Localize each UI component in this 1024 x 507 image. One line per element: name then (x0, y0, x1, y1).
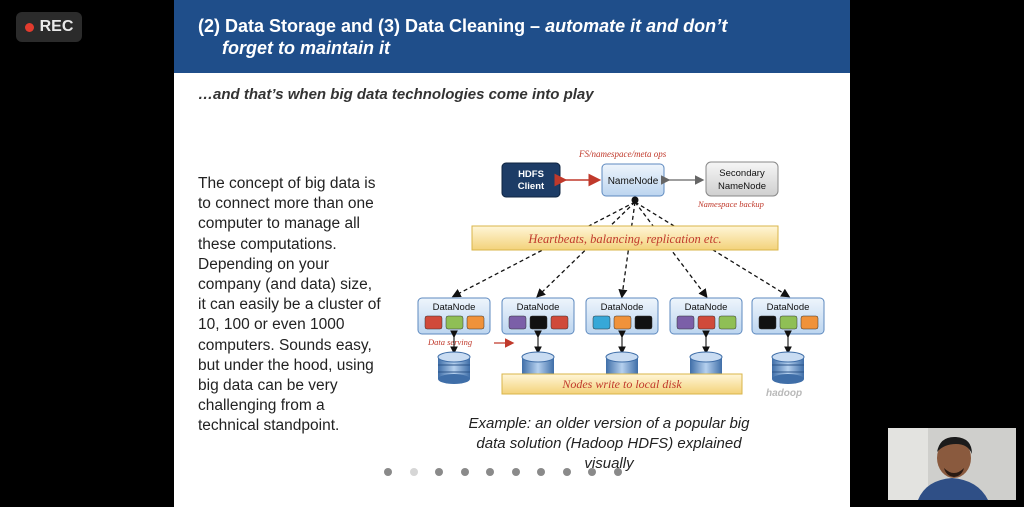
page-dot[interactable] (562, 468, 571, 476)
slide-header: (2) Data Storage and (3) Data Cleaning –… (174, 0, 850, 73)
body-line: it can easily be a cluster of (198, 296, 381, 314)
title-part-3: forget to maintain it (222, 38, 390, 58)
body-line: technical standpoint. (198, 417, 340, 435)
page-dot[interactable] (613, 468, 622, 476)
slide-title: (2) Data Storage and (3) Data Cleaning –… (198, 15, 838, 59)
slide-subtitle: …and that’s when big data technologies c… (198, 86, 594, 103)
rec-label: REC (39, 18, 74, 35)
title-part-2: automate it and don’t (545, 16, 728, 36)
title-part-1: (2) Data Storage and (3) Data Cleaning – (198, 16, 541, 36)
slide-canvas: (2) Data Storage and (3) Data Cleaning –… (174, 0, 850, 507)
caption-line: data solution (Hadoop HDFS) explained (476, 435, 742, 452)
record-dot-icon (24, 22, 34, 32)
slide-pagination (384, 468, 622, 476)
namenode: NameNode (601, 163, 665, 204)
secondary-text-1: Secondary (719, 168, 765, 179)
page-dot-active[interactable] (409, 468, 418, 476)
disk-links (450, 330, 792, 355)
hdfs-client-text-1: HDFS (518, 169, 544, 180)
caption-line: visually (584, 455, 634, 472)
hdfs-diagram-main: FS/namespace/meta ops HDFS Client NameNo… (414, 140, 834, 410)
disk-icon (771, 351, 805, 384)
heartbeats-text: Heartbeats, balancing, replication etc. (527, 232, 721, 246)
participant-video-thumbnail[interactable] (888, 428, 1016, 500)
hadoop-watermark: hadoop (766, 388, 802, 399)
namenode-text: NameNode (608, 176, 659, 187)
recording-indicator: REC (16, 12, 82, 42)
diagram-caption: Example: an older version of a popular b… (444, 414, 774, 474)
datanode: DataNode (417, 297, 491, 335)
body-line: Depending on your (198, 255, 329, 273)
body-line: computer to manage all (198, 215, 360, 233)
caption-line: Example: an older version of a popular b… (468, 415, 750, 432)
heartbeats-banner: Heartbeats, balancing, replication etc. (471, 225, 779, 251)
hdfs-client-text-2: Client (518, 181, 545, 192)
datanode-label: DataNode (433, 302, 476, 313)
nodes-write-banner: Nodes write to local disk (501, 373, 743, 395)
body-line: 10, 100 or even 1000 (198, 316, 345, 334)
body-text: The concept of big data is to connect mo… (198, 174, 408, 437)
person-icon (888, 428, 1016, 500)
body-line: The concept of big data is (198, 175, 376, 192)
page-dot[interactable] (435, 468, 443, 476)
page-dot[interactable] (588, 468, 596, 476)
page-dot[interactable] (537, 468, 545, 476)
secondary-namenode: Secondary NameNode (705, 161, 779, 197)
body-line: big data can be very (198, 377, 338, 395)
datanode: DataNode (669, 297, 743, 335)
page-dot[interactable] (460, 468, 469, 476)
namespace-backup-label: Namespace backup (697, 199, 764, 209)
page-dot[interactable] (486, 468, 494, 476)
datanode-label: DataNode (767, 302, 810, 313)
datanode: DataNode (585, 297, 659, 335)
body-line: but under the hood, using (198, 356, 374, 374)
disk-icon (437, 351, 471, 384)
fs-ops-text: FS/namespace/meta ops (578, 149, 667, 159)
body-line: challenging from a (198, 397, 325, 415)
datanode: DataNode (501, 297, 575, 335)
hdfs-client: HDFS Client (501, 162, 561, 198)
datanode: DataNode (751, 297, 825, 335)
page-dot[interactable] (511, 468, 520, 476)
secondary-text-2: NameNode (718, 181, 766, 192)
page-dot[interactable] (384, 468, 392, 476)
datanode-label: DataNode (517, 302, 560, 313)
body-line: computers. Sounds easy, (198, 336, 372, 354)
datanode-label: DataNode (685, 302, 728, 313)
datanode-label: DataNode (601, 302, 644, 313)
body-line: to connect more than one (198, 195, 374, 213)
body-line: company (and data) size, (198, 276, 373, 294)
data-serving-label: Data serving (427, 337, 472, 347)
body-line: these computations. (198, 235, 337, 253)
nodes-write-text: Nodes write to local disk (561, 377, 682, 391)
